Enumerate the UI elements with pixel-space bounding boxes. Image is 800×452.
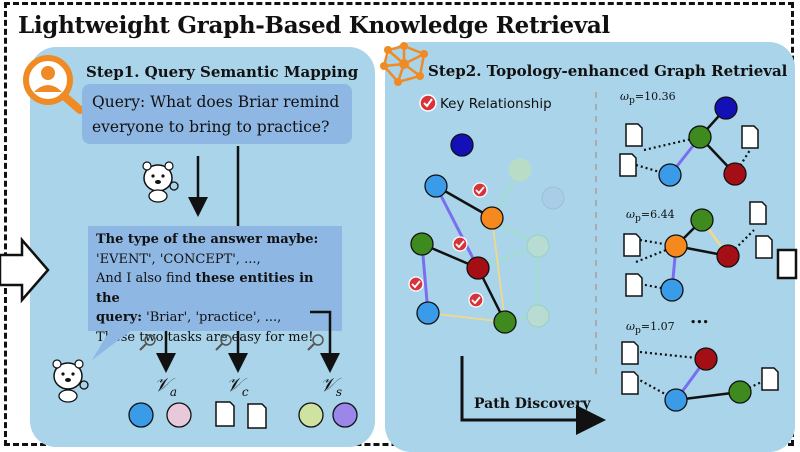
path-weight-2: ωp=6.44 [626,208,675,225]
path-weight-1: ωp=10.36 [620,90,676,107]
check-icon [452,236,468,252]
answer-line4-rest: 'Briar', 'practice', ..., [142,310,282,325]
answer-line4-bold: query: [96,310,143,325]
answer-box: The type of the answer maybe: 'EVENT', '… [88,226,342,345]
answer-line2: 'EVENT', 'CONCEPT', ..., [96,251,261,267]
set-vs-symbol: 𝒱s [320,374,342,399]
graph-network-icon [380,42,428,86]
document-icon [215,401,235,427]
node-red [466,256,490,280]
path-graph-1 [619,96,759,187]
node-blue [424,174,448,198]
mascot-icon [142,161,179,203]
check-icon [468,292,484,308]
query-box: Query: What does Briar remind everyone t… [82,84,352,144]
document-icon [247,403,267,429]
input-arrow [0,236,50,304]
node-green [410,232,434,256]
more-paths-ellipsis: ... [690,307,709,328]
bubble-tail [92,330,132,360]
node-navy [450,133,474,157]
step1-label: Step1. Query Semantic Mapping [86,63,359,81]
magnifier-icon [215,334,232,351]
answer-line3-bold: these entities in the [96,271,314,306]
path-graph-3 [621,341,779,412]
arrow-to-vs [310,310,340,373]
node-orange [480,206,504,230]
answer-line1: The type of the answer maybe: [96,232,319,247]
path-graph-2 [623,201,773,302]
user-search-icon [23,55,84,114]
check-icon [419,94,437,112]
magnifier-icon [139,334,156,351]
node-blue [128,402,154,428]
node-green [493,310,517,334]
check-icon [408,276,424,292]
node-purple [332,402,358,428]
node-faded-teal [526,304,550,328]
figure-title: Lightweight Graph-Based Knowledge Retrie… [18,12,610,39]
answer-line5: These two tasks are easy for me! [96,329,314,345]
mascot-icon [52,359,89,403]
output-arrow [776,248,798,280]
node-faded-teal [526,234,550,258]
step2-label: Step2. Topology-enhanced Graph Retrieval [428,62,788,80]
path-discovery-arrow [460,356,606,435]
node-faded-blue [541,186,565,210]
check-icon [472,182,488,198]
node-blue [416,301,440,325]
set-va-symbol: 𝒱a [154,374,177,399]
legend-key-relationship: Key Relationship [440,96,552,112]
set-vc-symbol: 𝒱c [226,374,249,399]
path-discovery-label: Path Discovery [474,396,591,412]
path-weight-3: ωp=1.07 [626,320,675,337]
node-lime [298,402,324,428]
magnifier-icon [307,334,324,351]
answer-line3-prefix: And I also find [96,271,196,286]
node-faded-green [508,158,532,182]
node-pink [166,402,192,428]
